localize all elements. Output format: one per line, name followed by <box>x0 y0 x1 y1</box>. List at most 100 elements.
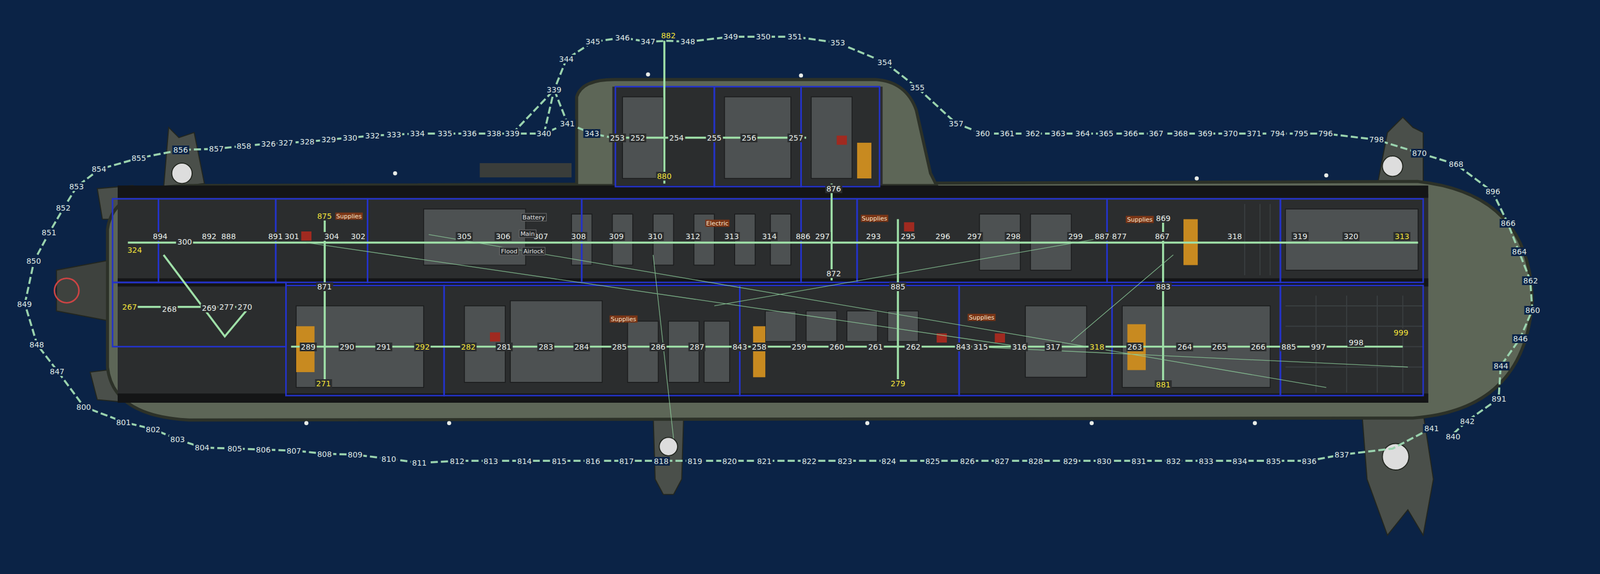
room-sign: Supplies <box>609 315 638 323</box>
waypoint-number: 290 <box>338 342 356 352</box>
waypoint-number: 882 <box>660 31 678 40</box>
waypoint-number: 369 <box>1196 129 1214 138</box>
waypoint-number: 370 <box>1222 129 1240 138</box>
waypoint-number: 828 <box>1027 457 1045 466</box>
waypoint-number: 362 <box>1024 129 1042 138</box>
waypoint-number: 269 <box>200 303 218 313</box>
waypoint-number: 851 <box>40 228 58 238</box>
waypoint-number: 869 <box>1154 214 1172 223</box>
waypoint-number: 818 <box>653 457 670 466</box>
waypoint-number: 810 <box>380 454 398 464</box>
waypoint-number: 286 <box>649 342 667 352</box>
waypoint-number: 366 <box>1122 129 1140 138</box>
room-sign: Electric <box>705 220 730 228</box>
waypoint-number: 327 <box>277 138 295 148</box>
room-sign: Supplies <box>1125 215 1154 223</box>
waypoint-number: 252 <box>629 133 647 143</box>
waypoint-number: 868 <box>1447 159 1465 169</box>
room-sign: Supplies <box>334 212 363 221</box>
waypoint-number: 338 <box>485 129 503 138</box>
waypoint-number: 841 <box>1423 424 1441 433</box>
waypoint-number: 365 <box>1097 129 1115 138</box>
waypoint-number: 856 <box>172 145 190 155</box>
waypoint-number: 891 <box>267 232 285 241</box>
waypoint-number: 344 <box>557 54 575 64</box>
waypoint-number: 843 <box>954 342 972 352</box>
waypoint-number: 291 <box>375 342 393 352</box>
waypoint-number: 816 <box>584 457 602 466</box>
waypoint-number: 802 <box>144 425 162 435</box>
waypoint-number: 857 <box>208 144 225 154</box>
spawn-number: 881 <box>1154 380 1172 390</box>
waypoint-number: 364 <box>1073 129 1091 138</box>
waypoint-number: 283 <box>537 342 555 352</box>
waypoint-number: 822 <box>800 457 818 466</box>
waypoint-number: 315 <box>972 342 990 352</box>
waypoint-number: 285 <box>610 342 628 352</box>
waypoint-number: 836 <box>1300 457 1318 466</box>
waypoint-number: 840 <box>1444 432 1462 442</box>
waypoint-number: 343 <box>583 129 601 138</box>
waypoint-number: 806 <box>255 445 273 455</box>
waypoint-number: 302 <box>349 232 367 241</box>
waypoint-number: 871 <box>315 282 333 292</box>
waypoint-number: 892 <box>200 232 218 241</box>
waypoint-number: 361 <box>998 129 1016 138</box>
spawn-number: 271 <box>315 379 333 389</box>
waypoint-number: 829 <box>1061 457 1079 466</box>
waypoint-number: 353 <box>829 38 847 48</box>
waypoint-number: 318 <box>1226 232 1244 241</box>
waypoint-number: 367 <box>1147 129 1165 138</box>
waypoint-number: 872 <box>825 269 843 279</box>
waypoint-number: 824 <box>880 457 898 466</box>
waypoint-number: 997 <box>1309 342 1327 352</box>
waypoint-number: 825 <box>923 457 941 466</box>
waypoint-number: 849 <box>15 299 33 309</box>
waypoint-number: 848 <box>28 340 46 350</box>
waypoint-number: 844 <box>1492 361 1510 371</box>
waypoint-number: 817 <box>617 457 635 466</box>
waypoint-number: 300 <box>176 237 194 247</box>
waypoint-number: 823 <box>836 457 854 466</box>
waypoint-number: 334 <box>408 129 426 138</box>
waypoint-number: 830 <box>1095 457 1113 466</box>
waypoint-number: 281 <box>495 342 513 352</box>
waypoint-number: 827 <box>993 457 1011 466</box>
waypoint-number: 317 <box>1044 342 1062 352</box>
waypoint-number: 820 <box>720 457 738 466</box>
waypoint-number: 346 <box>614 33 632 43</box>
waypoint-number: 885 <box>1280 342 1298 352</box>
waypoint-number: 852 <box>54 203 72 213</box>
waypoint-number: 349 <box>721 32 739 42</box>
spawn-number: 292 <box>413 342 431 352</box>
spawn-number: 875 <box>315 211 333 221</box>
room-sign: Flood <box>499 246 519 256</box>
waypoint-number: 833 <box>1197 457 1215 466</box>
waypoint-number: 805 <box>226 444 244 454</box>
spawn-number: 324 <box>126 245 144 255</box>
waypoint-number: 847 <box>48 367 66 377</box>
waypoint-number: 320 <box>1342 232 1360 241</box>
waypoint-number: 295 <box>899 232 917 241</box>
waypoint-number: 333 <box>385 130 403 140</box>
waypoint-number: 867 <box>1153 232 1171 241</box>
waypoint-number: 804 <box>193 443 211 453</box>
waypoint-number: 326 <box>260 139 277 149</box>
waypoint-number: 363 <box>1049 129 1067 138</box>
waypoint-number: 259 <box>790 342 808 352</box>
waypoint-number: 888 <box>220 232 238 241</box>
waypoint-number: 328 <box>298 137 316 147</box>
waypoint-number: 858 <box>235 141 253 151</box>
room-sign: Battery <box>521 213 547 222</box>
waypoint-number: 268 <box>160 304 178 314</box>
waypoint-number: 345 <box>584 37 602 46</box>
waypoint-number: 336 <box>460 129 478 138</box>
waypoint-number: 883 <box>1154 282 1172 292</box>
spawn-number: 267 <box>120 302 138 312</box>
waypoint-number: 312 <box>684 232 702 241</box>
room-sign: Supplies <box>967 313 996 321</box>
waypoint-number: 289 <box>299 342 317 352</box>
waypoint-number: 313 <box>723 232 741 241</box>
waypoint-number: 860 <box>1524 305 1542 315</box>
waypoint-number: 800 <box>74 402 92 412</box>
